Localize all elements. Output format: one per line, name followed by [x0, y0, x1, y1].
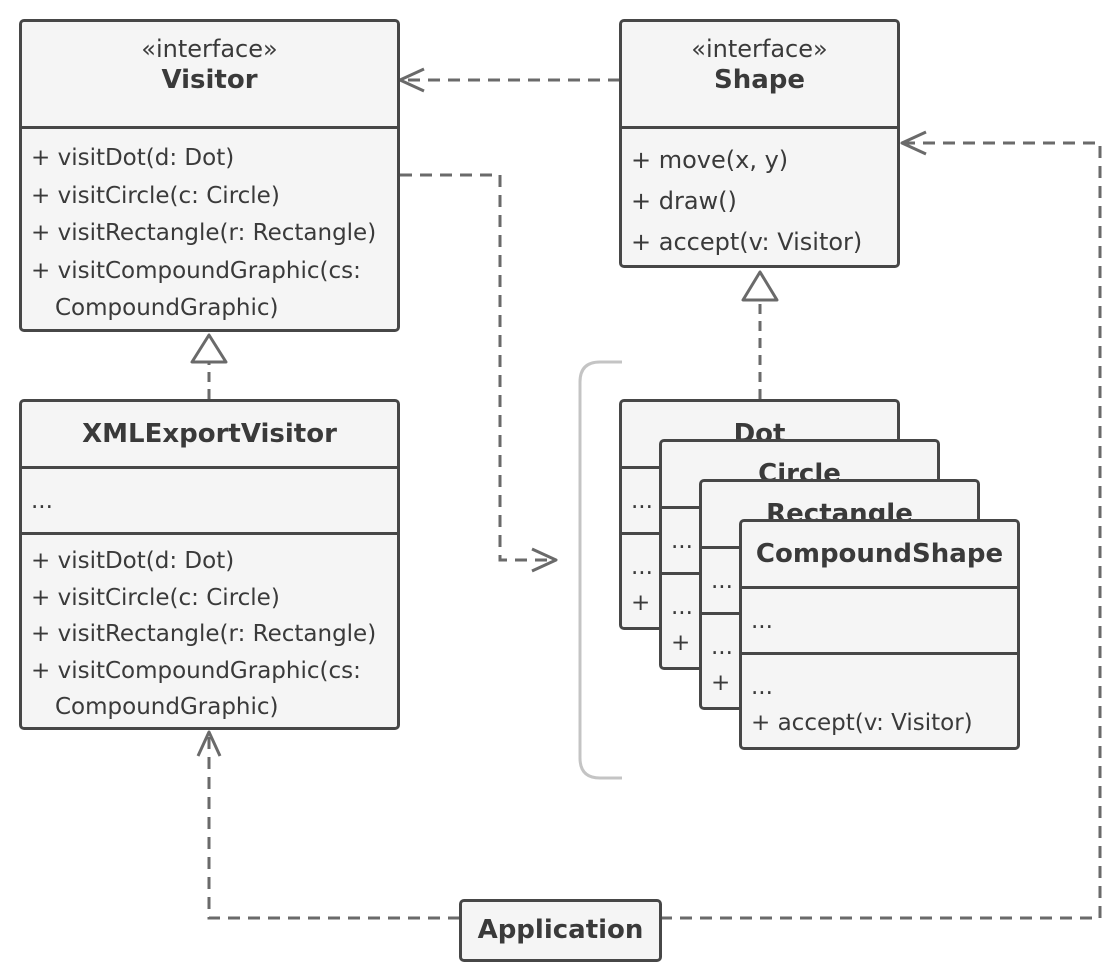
visitor-to-shapes-dependency — [400, 173, 558, 573]
xml-export-visitor-box: XMLExportVisitor ... + visitDot(d: Dot) … — [19, 399, 400, 730]
compound-shape-class-box: CompoundShape ... ... + accept(v: Visito… — [739, 519, 1020, 750]
method-line: + move(x, y) — [631, 146, 789, 174]
fields-ellipsis: ... — [751, 608, 773, 634]
methods-ellipsis: ... — [751, 674, 773, 700]
visitor-name: Visitor — [161, 65, 258, 95]
application-box: Application — [459, 899, 662, 962]
visitor-realization-triangle — [190, 333, 228, 364]
compound-shape-header: CompoundShape — [742, 522, 1017, 586]
compound-shape-name: CompoundShape — [755, 539, 1004, 569]
shape-name: Shape — [713, 65, 806, 95]
methods-ellipsis: ... — [671, 594, 693, 620]
method-line: + accept(v: Visitor) — [631, 228, 863, 256]
methods-ellipsis: ... — [631, 554, 653, 580]
compound-shape-methods: ... + accept(v: Visitor) — [742, 652, 1017, 735]
shape-header: «interface» Shape — [622, 22, 897, 126]
shape-methods: + move(x, y) + draw() + accept(v: Visito… — [622, 126, 897, 263]
method-line: + visitDot(d: Dot) — [31, 548, 235, 574]
visitor-methods: + visitDot(d: Dot) + visitCircle(c: Circ… — [22, 126, 397, 328]
method-line: + visitCircle(c: Circle) — [31, 584, 280, 611]
application-name: Application — [477, 915, 644, 945]
method-line: + visitDot(d: Dot) — [31, 145, 235, 171]
method-line: + visitRectangle(r: Rectangle) — [31, 220, 377, 246]
fields-ellipsis: ... — [711, 568, 733, 594]
method-line: + accept(v: Visitor) — [751, 710, 973, 736]
methods-ellipsis: ... — [711, 634, 733, 660]
concrete-shapes-bracket — [578, 360, 622, 780]
shape-stereotype: «interface» — [691, 35, 828, 63]
method-line: + visitCompoundGraphic(cs: — [31, 657, 361, 684]
compound-shape-fields: ... — [742, 586, 1017, 652]
visitor-stereotype: «interface» — [141, 35, 278, 63]
visitor-header: «interface» Visitor — [22, 22, 397, 126]
method-line: + visitCompoundGraphic(cs: — [31, 257, 361, 284]
xml-export-visitor-fields: ... — [22, 466, 397, 532]
fields-ellipsis: ... — [31, 488, 53, 514]
method-line: CompoundGraphic) — [55, 694, 279, 720]
xml-export-visitor-name: XMLExportVisitor — [82, 419, 337, 449]
xml-export-visitor-methods: + visitDot(d: Dot) + visitCircle(c: Circ… — [22, 532, 397, 726]
method-line: + visitRectangle(r: Rectangle) — [31, 621, 377, 647]
method-line: + draw() — [631, 187, 737, 215]
method-line: + visitCircle(c: Circle) — [31, 182, 280, 209]
xml-export-visitor-header: XMLExportVisitor — [22, 402, 397, 466]
fields-ellipsis: ... — [671, 528, 693, 554]
application-to-xml-export-visitor — [196, 730, 460, 920]
visitor-interface-box: «interface» Visitor + visitDot(d: Dot) +… — [19, 19, 400, 332]
application-to-shape — [660, 130, 1102, 920]
shape-interface-box: «interface» Shape + move(x, y) + draw() … — [619, 19, 900, 268]
shape-realization-triangle — [741, 270, 779, 302]
method-line: CompoundGraphic) — [55, 295, 279, 321]
fields-ellipsis: ... — [631, 488, 653, 514]
